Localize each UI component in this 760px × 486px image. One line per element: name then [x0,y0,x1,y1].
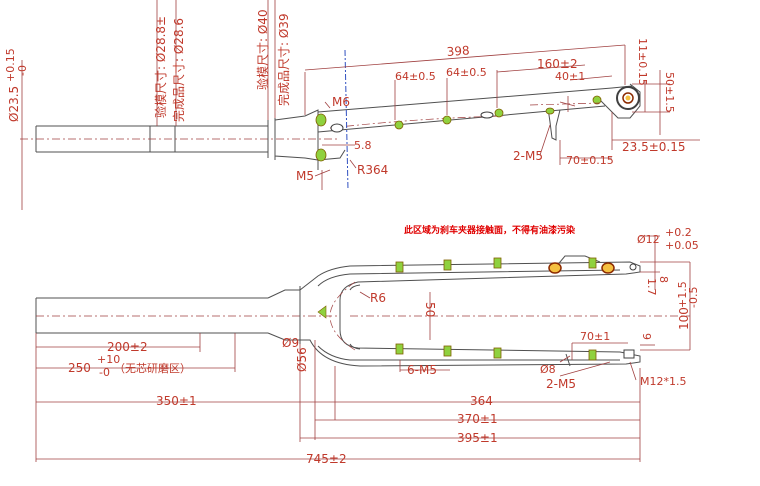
top-dim-23-5: 23.5±0.15 [622,140,686,154]
top-hole-5 [545,107,555,115]
top-steerer-dia: Ø23.5 [7,86,21,122]
bottom-dimension-lines [35,235,691,462]
bottom-view: 此区域为刹车夹器接触面，不得有油漆污染 [35,224,700,466]
top-dropout [616,86,640,110]
top-hole-4 [480,111,494,119]
bottom-hole-8 [588,349,597,361]
top-hole-2 [442,115,452,125]
top-dim-11: 11±0.15 [636,38,649,86]
top-length-398: 398 [446,43,470,59]
bottom-crown-marker [317,305,327,319]
bottom-phi-9: Ø9 [282,336,299,350]
bottom-note: 此区域为刹车夹器接触面，不得有油漆污染 [404,224,576,236]
bottom-caliper-1 [548,262,562,274]
top-dimension-lines [21,0,700,210]
top-dim-70: 70±0.15 [566,154,614,167]
top-hole-6 [592,95,602,105]
top-dim-40: 40±1 [555,70,585,83]
top-mold-size-2: 验模尺寸: Ø40 [255,9,270,90]
bottom-dim-8: 8 [657,276,670,283]
bottom-dim-250-note: （无芯研磨区） [114,361,191,375]
bottom-dim-9: 9 [640,333,653,340]
bottom-dim-1-7: 1.7 [645,278,658,296]
top-dim-5-8: 5.8 [354,139,372,152]
top-steerer-tube [20,118,340,160]
bottom-holes [395,257,637,361]
bottom-dim-100: 100 [677,307,691,330]
bottom-hole-3 [493,257,502,269]
bottom-dim-12: Ø12 [637,233,660,246]
top-hole-m5 [315,148,327,162]
top-mold-size-1: 验模尺寸: Ø28.8± [153,16,168,118]
top-r364: R364 [357,163,388,177]
bottom-dim-70: 70±1 [580,330,610,343]
bottom-dropout-top [629,263,637,271]
top-finish-size-2: 完成品尺寸: Ø39 [276,13,291,106]
top-hole-1 [394,120,404,130]
bottom-caliper-2 [601,262,615,274]
top-view: Ø23.5 +0.15 -0 验模尺寸: Ø28.8± 完成品尺寸: Ø28.6… [4,0,700,210]
top-label-m5: M5 [296,169,314,183]
bottom-dim-100-minus: -0.5 [687,287,700,308]
top-hole-m6 [315,113,327,127]
top-dim-50: 50±1.5 [663,72,676,113]
bottom-label-6m5: 6-M5 [407,363,437,377]
bottom-dim-12-plus: +0.2 [665,226,692,239]
bottom-phi-8: Ø8 [540,363,556,376]
bottom-hole-6 [443,345,452,357]
bottom-hole-1 [395,261,404,273]
top-hole-3 [494,108,504,118]
bottom-dim-395: 395±1 [457,431,498,445]
top-finish-size-1: 完成品尺寸: Ø28.6 [171,18,186,122]
bottom-dim-12-minus: +0.05 [665,239,699,252]
top-holes [315,95,602,162]
bottom-dim-350: 350±1 [156,394,197,408]
top-dim-160: 160±2 [537,57,578,71]
bottom-phi-56: Ø56 [295,347,309,372]
bottom-r6: R6 [370,291,386,305]
bottom-hole-5 [395,343,404,355]
bottom-dim-50: 50 [423,302,437,317]
bottom-label-2m5: 2-M5 [546,377,576,391]
top-crown [274,109,319,170]
top-steerer-tol-minus: -0 [16,65,29,76]
top-label-2m5: 2-M5 [513,149,543,163]
bottom-dim-250-minus: -0 [99,366,110,379]
bottom-dim-250: 250 [68,361,91,375]
bottom-dim-745: 745±2 [306,452,347,466]
top-dim-64a: 64±0.5 [395,70,436,83]
bottom-dropout-bottom [623,349,635,359]
bottom-hole-4 [588,257,597,269]
top-label-m6: M6 [332,95,350,109]
top-hole-slot [330,123,344,133]
top-dim-64b: 64±0.5 [446,66,487,79]
bottom-hole-2 [443,259,452,271]
bottom-dim-250-plus: +10 [97,353,120,366]
bottom-dim-200: 200±2 [107,340,148,354]
bottom-m12: M12*1.5 [640,375,686,388]
bottom-dim-370: 370±1 [457,412,498,426]
bottom-dim-100-plus: +1.5 [676,281,689,308]
bottom-steerer-tube [35,286,340,344]
top-axis-line [344,49,349,191]
bottom-hole-7 [493,347,502,359]
top-steerer-tol-plus: +0.15 [4,48,17,82]
bottom-dim-364: 364 [470,394,493,408]
